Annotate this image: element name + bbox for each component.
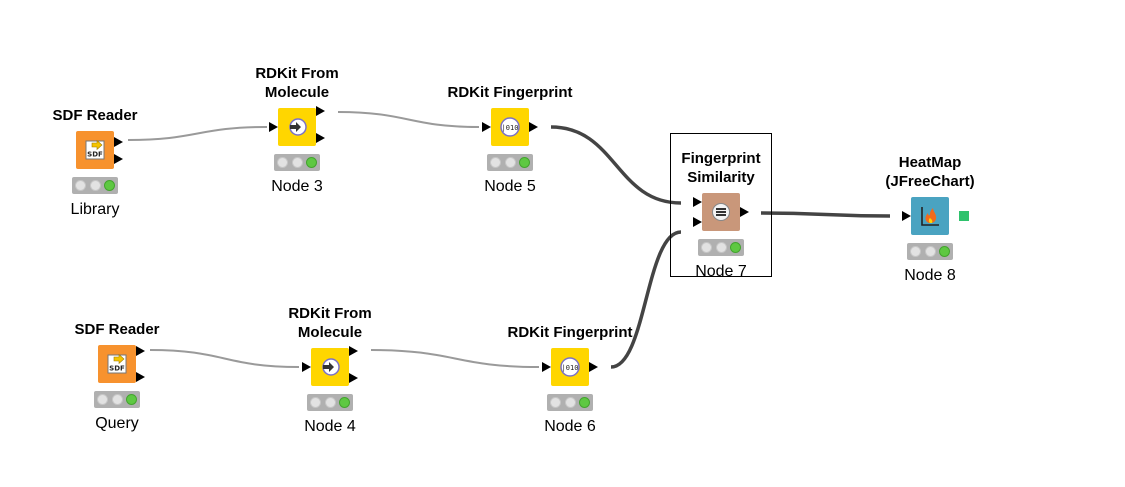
status-light-yellow [564,397,576,408]
output-port[interactable] [114,137,123,147]
node-sdf-reader-library[interactable]: SDF Reader SDF Library [25,107,165,220]
input-port[interactable] [542,362,551,372]
input-port[interactable] [269,122,278,132]
input-port[interactable] [693,197,702,207]
status-light-red [277,157,289,168]
node-label[interactable]: Node 5 [484,178,536,195]
output-port[interactable] [529,122,538,132]
node-body[interactable] [302,346,358,386]
input-port[interactable] [693,217,702,227]
node-label[interactable]: Query [95,415,139,432]
sdf-icon-text: SDF [109,365,125,373]
status-light-yellow [291,157,303,168]
status-light-green [729,242,741,253]
molecule-convert-icon [322,358,340,376]
status-light-yellow [715,242,727,253]
status-light-yellow [504,157,516,168]
output-port[interactable] [740,207,749,217]
node-title: Fingerprint Similarity [681,150,761,186]
bits-icon-text: |010 [562,364,579,372]
input-port[interactable] [302,362,311,372]
similarity-icon [712,203,730,221]
node-title: SDF Reader [52,107,138,124]
status-light-green [103,180,115,191]
node-body[interactable]: |010 [542,348,598,386]
input-port[interactable] [902,211,911,221]
node-rdkit-fingerprint-5[interactable]: RDKit Fingerprint |010 Node 5 [440,84,580,197]
output-port[interactable] [114,154,123,164]
node-body[interactable]: SDF [98,345,145,383]
input-port[interactable] [482,122,491,132]
status-light-red [701,242,713,253]
output-port[interactable] [136,372,145,382]
output-port[interactable] [349,373,358,383]
status-light-red [97,394,109,405]
node-title: HeatMap (JFreeChart) [885,154,975,190]
selection-box [670,133,772,277]
status-lights [698,239,744,256]
node-label[interactable]: Node 8 [904,267,956,284]
sdf-file-icon: SDF [85,139,105,160]
node-body[interactable] [902,197,969,235]
output-port[interactable] [316,133,325,143]
node-fingerprint-similarity-7[interactable]: Fingerprint Similarity Node 7 [651,150,791,282]
node-body[interactable] [693,193,749,231]
bits-icon-text: |010 [502,124,519,132]
status-light-green [938,246,950,257]
status-light-yellow [924,246,936,257]
status-lights [94,391,140,408]
status-lights [907,243,953,260]
fingerprint-bits-icon: |010 [560,357,580,377]
output-port-view[interactable] [959,211,969,221]
node-label[interactable]: Node 6 [544,418,596,435]
status-light-green [578,397,590,408]
status-lights [307,394,353,411]
node-rdkit-from-molecule-4[interactable]: RDKit From Molecule Node 4 [260,305,400,437]
molecule-convert-icon [289,118,307,136]
status-light-red [550,397,562,408]
status-light-red [910,246,922,257]
node-rdkit-from-molecule-3[interactable]: RDKit From Molecule Node 3 [227,65,367,197]
fingerprint-bits-icon: |010 [500,117,520,137]
node-title: RDKit From Molecule [255,65,339,101]
node-label[interactable]: Node 3 [271,178,323,195]
sdf-icon-text: SDF [87,151,103,159]
status-light-red [490,157,502,168]
node-title: RDKit Fingerprint [447,84,573,101]
status-light-red [75,180,87,191]
node-body[interactable] [269,106,325,146]
node-title: RDKit From Molecule [288,305,372,341]
node-label[interactable]: Node 4 [304,418,356,435]
status-light-yellow [111,394,123,405]
sdf-file-icon: SDF [107,353,127,374]
status-lights [547,394,593,411]
status-light-green [305,157,317,168]
node-label[interactable]: Library [70,201,120,218]
flame-chart-icon [921,207,939,226]
status-lights [487,154,533,171]
node-body[interactable]: SDF [76,131,123,169]
status-light-green [125,394,137,405]
node-sdf-reader-query[interactable]: SDF Reader SDF Query [47,321,187,434]
node-label[interactable]: Node 7 [695,263,747,280]
output-port[interactable] [316,106,325,116]
status-light-yellow [89,180,101,191]
status-lights [274,154,320,171]
node-heatmap-8[interactable]: HeatMap (JFreeChart) Node 8 [860,154,1000,286]
output-port[interactable] [136,346,145,356]
status-light-yellow [324,397,336,408]
node-title: RDKit Fingerprint [507,324,633,341]
node-body[interactable]: |010 [482,108,538,146]
node-title: SDF Reader [74,321,160,338]
output-port[interactable] [349,346,358,356]
status-light-green [518,157,530,168]
status-light-green [338,397,350,408]
status-lights [72,177,118,194]
node-rdkit-fingerprint-6[interactable]: RDKit Fingerprint |010 Node 6 [500,324,640,437]
status-light-red [310,397,322,408]
output-port[interactable] [589,362,598,372]
